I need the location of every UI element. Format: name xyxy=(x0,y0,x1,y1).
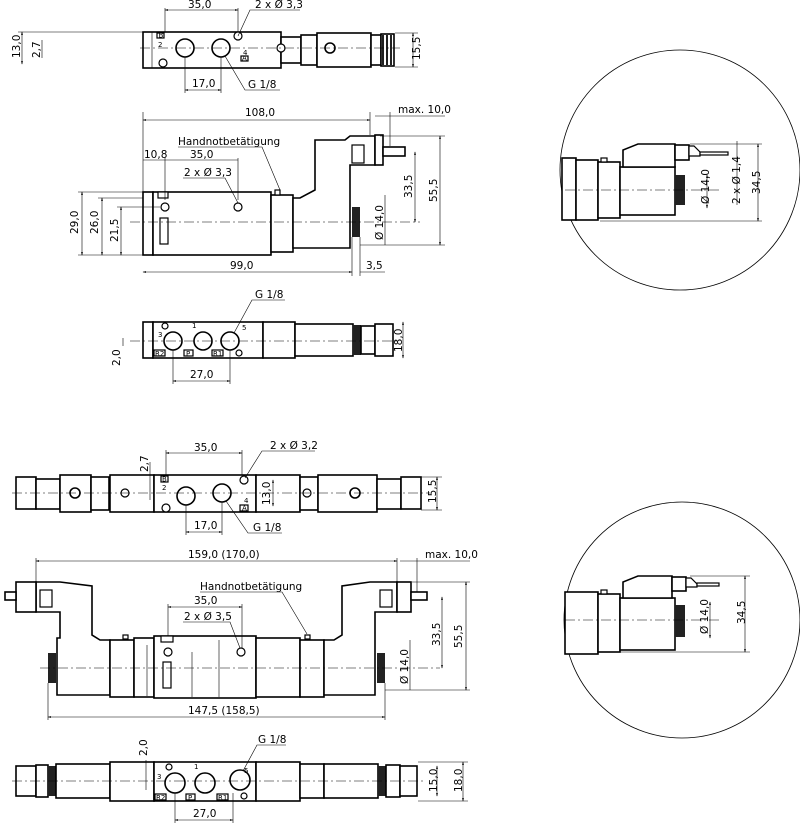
dimension-label: 55,5 xyxy=(453,625,465,648)
dimension-label: 2,7 xyxy=(139,455,151,472)
port-label: R2 xyxy=(155,350,164,358)
dimension-label: 18,0 xyxy=(453,769,465,792)
dimension-label: 99,0 xyxy=(230,260,253,272)
dimension-label: G 1/8 xyxy=(248,79,276,91)
dimension-label: 35,0 xyxy=(190,149,213,161)
dimension-label: 2 x Ø 3,3 xyxy=(255,0,303,11)
dimension-label: 35,0 xyxy=(188,0,211,11)
port-label: 2 xyxy=(162,484,166,492)
dimension-label: 2 x Ø 3,3 xyxy=(184,167,232,179)
port-label: R1 xyxy=(213,350,222,358)
dimension-label: max. 10,0 xyxy=(398,104,451,116)
dimension-label: 15,5 xyxy=(427,480,439,503)
dimension-label: 15,5 xyxy=(411,37,423,60)
dimension-label: 18,0 xyxy=(393,329,405,352)
port-label: 3 xyxy=(158,331,162,339)
double-top-view: B A 2 4 35,0 2 x Ø 3,2 2,7 13,0 15,5 17,… xyxy=(12,440,442,535)
dimension-label: 108,0 xyxy=(245,107,275,119)
dimension-label: max. 10,0 xyxy=(425,549,478,561)
dimension-label: 2 x Ø 1,4 xyxy=(731,156,743,204)
port-label: B xyxy=(162,476,167,484)
port-label: B xyxy=(159,32,164,40)
single-detail-view: Ø 14,0 2 x Ø 1,4 34,5 xyxy=(559,49,800,291)
dimension-label: 34,5 xyxy=(751,171,763,194)
dimension-label: Ø 14,0 xyxy=(374,205,386,240)
dimension-label: 55,5 xyxy=(428,179,440,202)
dimension-label: 33,5 xyxy=(431,623,443,646)
dimension-label: Ø 14,0 xyxy=(700,169,712,204)
double-side-view: 159,0 (170,0) max. 10,0 Handnotbetätigun… xyxy=(4,549,478,720)
dimension-label: 159,0 (170,0) xyxy=(188,549,260,561)
dimension-label: 2,7 xyxy=(31,41,43,58)
manual-override-label: Handnotbetätigung xyxy=(178,136,280,148)
manual-override-label: Handnotbetätigung xyxy=(200,581,302,593)
dimension-label: G 1/8 xyxy=(258,734,286,746)
dimension-label: 27,0 xyxy=(190,369,213,381)
port-label: R1 xyxy=(218,794,227,802)
port-label: 1 xyxy=(194,763,198,771)
port-label: R2 xyxy=(156,794,165,802)
dimension-label: Ø 14,0 xyxy=(699,599,711,634)
port-label: 5 xyxy=(244,767,248,775)
dimension-label: 2,0 xyxy=(111,349,123,366)
dimension-label: 29,0 xyxy=(69,211,81,234)
dimension-label: 35,0 xyxy=(194,442,217,454)
dimension-label: 10,8 xyxy=(144,149,167,161)
dimension-label: 3,5 xyxy=(366,260,383,272)
dimension-label: 26,0 xyxy=(89,211,101,234)
dimension-label: 35,0 xyxy=(194,595,217,607)
dimension-label: 13,0 xyxy=(261,482,273,505)
dimension-label: G 1/8 xyxy=(253,522,281,534)
port-label: 4 xyxy=(243,49,248,57)
dimension-label: 21,5 xyxy=(109,219,121,242)
dimension-label: 17,0 xyxy=(192,78,215,90)
port-label: P xyxy=(188,794,192,802)
dimension-label: 15,0 xyxy=(428,769,440,792)
dimension-label: 2 x Ø 3,5 xyxy=(184,611,232,623)
dimension-label: 13,0 xyxy=(11,35,23,58)
port-label: A xyxy=(242,505,247,513)
dimension-label: 34,5 xyxy=(736,601,748,624)
dimension-label: 17,0 xyxy=(194,520,217,532)
dimension-label: 147,5 (158,5) xyxy=(188,705,260,717)
port-label: A xyxy=(242,55,247,63)
dimension-label: 27,0 xyxy=(193,808,216,820)
dimension-label: 33,5 xyxy=(403,175,415,198)
dimension-label: Ø 14,0 xyxy=(399,649,411,684)
dimension-label: G 1/8 xyxy=(255,289,283,301)
dimension-label: 2 x Ø 3,2 xyxy=(270,440,318,452)
dimension-label: 2,0 xyxy=(138,739,150,756)
double-detail-view: Ø 14,0 34,5 xyxy=(563,501,800,739)
single-side-view: 108,0 max. 10,0 Handnotbetätigung 10,8 3… xyxy=(69,104,451,276)
double-bottom-view: R2 P R1 3 1 5 G 1/8 2,0 15,0 18,0 27,0 xyxy=(12,734,468,823)
port-label: 3 xyxy=(157,773,161,781)
port-label: 4 xyxy=(244,497,249,505)
port-label: P xyxy=(186,350,190,358)
single-top-view: 2 4 B A 35,0 2 x Ø 3,3 13,0 2,7 15,5 17,… xyxy=(11,0,423,93)
single-bottom-view: R2 P R1 3 1 5 G 1/8 2,0 18,0 27,0 xyxy=(111,289,405,384)
port-label: 5 xyxy=(242,324,246,332)
port-label: 2 xyxy=(158,41,162,49)
port-label: 1 xyxy=(192,322,196,330)
